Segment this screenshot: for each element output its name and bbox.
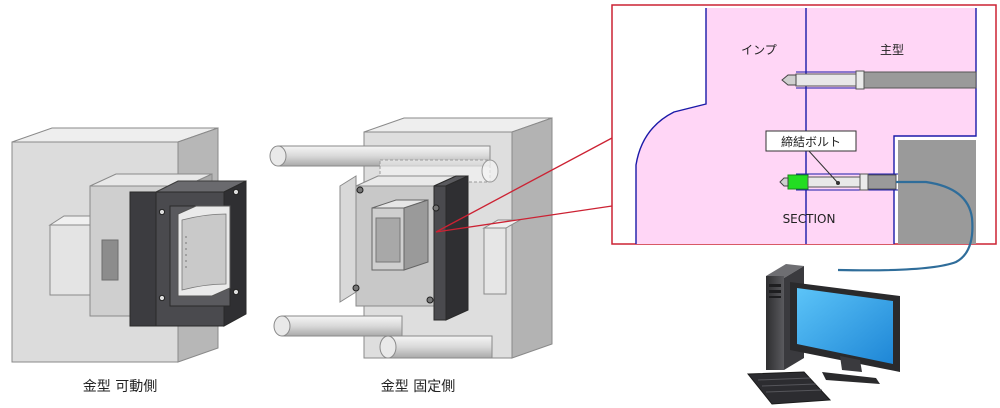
- label-section: SECTION: [783, 212, 836, 226]
- sensor-cable: [837, 180, 974, 272]
- mold-fixed-half: [269, 117, 553, 359]
- sensor-icon: [787, 174, 809, 190]
- label-fixed-half: 金型 固定側: [381, 379, 455, 395]
- label-insert: インプ: [741, 43, 777, 57]
- label-movable-half: 金型 可動側: [83, 379, 157, 395]
- monitor-icon: [790, 282, 900, 384]
- leader-line-lower: [435, 205, 613, 233]
- mold-movable-half: [11, 127, 247, 363]
- keyboard-icon: [746, 371, 832, 405]
- label-main-mold: 主型: [880, 43, 904, 57]
- label-bolt: 締結ボルト: [781, 134, 841, 149]
- leader-line-upper: [435, 137, 613, 233]
- computer: [746, 264, 900, 405]
- section-view: [611, 4, 997, 245]
